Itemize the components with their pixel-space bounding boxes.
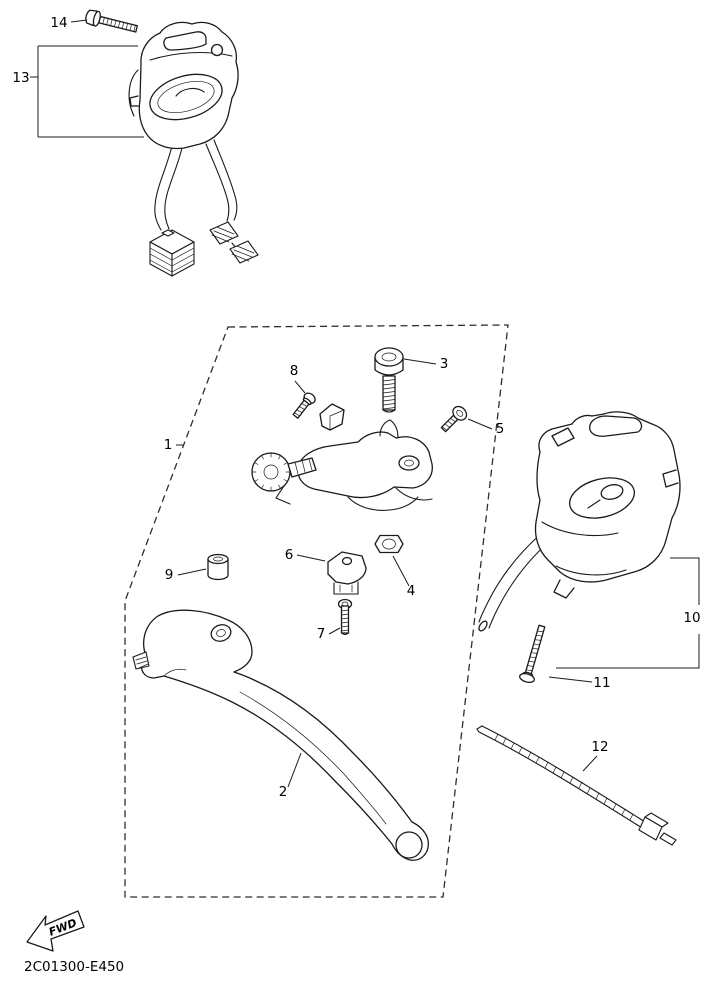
callout-11: 11 — [593, 675, 610, 691]
screw-14 — [85, 9, 139, 33]
screw-8 — [292, 392, 316, 419]
adjuster-dial — [251, 452, 291, 492]
callout-9: 9 — [165, 567, 174, 583]
nut-4 — [374, 534, 404, 554]
wire-harness-left — [154, 139, 238, 231]
callout-8: 8 — [290, 363, 299, 379]
bushing-9 — [207, 553, 229, 581]
left-switch-assembly: 14 13 — [12, 9, 259, 277]
callout-9-leader — [177, 568, 207, 576]
callout-13: 13 — [12, 70, 29, 86]
callout-8-leader — [294, 380, 306, 394]
callout-12: 12 — [591, 739, 608, 755]
callout-4-leader — [392, 555, 410, 587]
assembly-boundary — [124, 324, 509, 898]
callout-13-bracket — [30, 45, 144, 138]
lever-ball-end — [395, 831, 423, 859]
callout-14-leader — [70, 19, 88, 23]
screw-11 — [519, 624, 546, 684]
switch-housing-left — [128, 21, 239, 150]
fwd-arrow: FWD — [26, 910, 85, 952]
screw-5 — [440, 405, 468, 433]
cable-tie-12 — [476, 725, 677, 846]
callout-7: 7 — [317, 626, 326, 642]
callout-11-leader — [548, 676, 593, 683]
callout-5-leader — [467, 418, 493, 430]
callout-3: 3 — [440, 356, 449, 372]
callout-3-leader — [403, 358, 437, 365]
callout-1: 1 — [164, 437, 173, 453]
callout-12-leader — [582, 755, 598, 772]
callout-14: 14 — [50, 15, 67, 31]
callout-10: 10 — [683, 610, 700, 626]
bolt-3 — [374, 347, 404, 413]
callout-2: 2 — [279, 784, 288, 800]
switch-housing-right — [534, 411, 681, 599]
callout-4: 4 — [407, 583, 416, 599]
callout-5: 5 — [496, 421, 505, 437]
wire-right — [478, 531, 552, 632]
callout-10-bracket — [556, 557, 700, 669]
diagram-code: 2C01300-E450 — [24, 959, 124, 975]
main-connector — [149, 229, 195, 277]
right-switch-assembly: 10 11 — [478, 411, 701, 691]
lever-holder-assembly — [251, 403, 433, 511]
sub-connectors — [209, 221, 259, 264]
callout-7-leader — [328, 627, 341, 635]
callout-2-leader — [287, 752, 302, 788]
callout-6-leader — [296, 554, 326, 562]
lever-2 — [132, 609, 429, 861]
screw-7 — [337, 598, 353, 636]
clamp-6 — [327, 551, 367, 595]
callout-6: 6 — [285, 547, 294, 563]
